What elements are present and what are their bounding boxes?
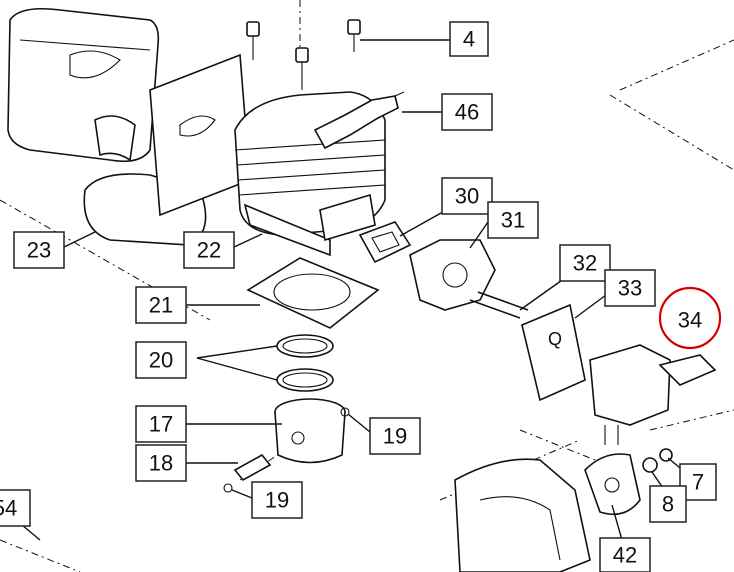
callout-4[interactable]: 4 [449,21,489,57]
carburetor-part [589,344,717,445]
callout-30[interactable]: 30 [441,177,493,215]
callout-19-upper[interactable]: 19 [369,417,421,455]
callout-label: 32 [573,251,597,276]
carburetor-bolts [469,291,529,319]
callout-42[interactable]: 42 [599,537,651,572]
callout-21[interactable]: 21 [135,286,187,324]
callout-32[interactable]: 32 [559,244,611,282]
callout-31[interactable]: 31 [487,201,539,239]
callout-label: 17 [149,412,173,437]
callout-23[interactable]: 23 [13,231,65,269]
intake-manifold-part [409,239,496,311]
callout-34[interactable]: 34 [658,286,722,350]
highlight-circle [658,286,722,350]
callout-8[interactable]: 8 [649,485,687,523]
callout-label: 46 [455,100,479,125]
cylinder-base-gasket-part [246,257,380,329]
carburetor-gasket-part: Q [521,303,586,402]
piston-part [274,398,346,464]
leader-lines [9,39,686,541]
spark-plug-part [313,91,405,150]
callout-label: 30 [455,184,479,209]
callout-label: 42 [613,543,637,568]
callout-label: 19 [383,424,407,449]
callout-20[interactable]: 20 [135,341,187,379]
spacer-plate-part [584,453,641,516]
circlip-parts [223,407,350,493]
callout-label: 54 [0,496,17,521]
callout-22[interactable]: 22 [183,231,235,269]
callout-label: 34 [678,308,702,333]
cylinder-bolts [246,19,361,90]
nut-washer-parts [642,448,673,473]
intake-gasket-part [358,221,412,264]
callout-label: 20 [149,348,173,373]
callout-18[interactable]: 18 [135,444,187,482]
callout-19-lower[interactable]: 19 [251,481,303,519]
piston-rings-part [276,334,334,392]
callout-label: 23 [27,238,51,263]
callout-label: 8 [662,492,674,517]
callout-label: 33 [618,276,642,301]
callout-33[interactable]: 33 [604,269,656,307]
callout-54[interactable]: 54 [0,489,31,527]
callout-label: 18 [149,451,173,476]
gasket-q-glyph: Q [548,329,562,349]
callout-label: 21 [149,293,173,318]
callout-label: 4 [463,27,475,52]
crankcase-part [454,458,591,572]
callout-label: 7 [692,470,704,495]
callout-label: 31 [501,208,525,233]
callout-label: 22 [197,238,221,263]
piston-pin-part [233,453,272,482]
callout-17[interactable]: 17 [135,405,187,443]
callout-label: 19 [265,488,289,513]
callout-46[interactable]: 46 [441,93,493,131]
